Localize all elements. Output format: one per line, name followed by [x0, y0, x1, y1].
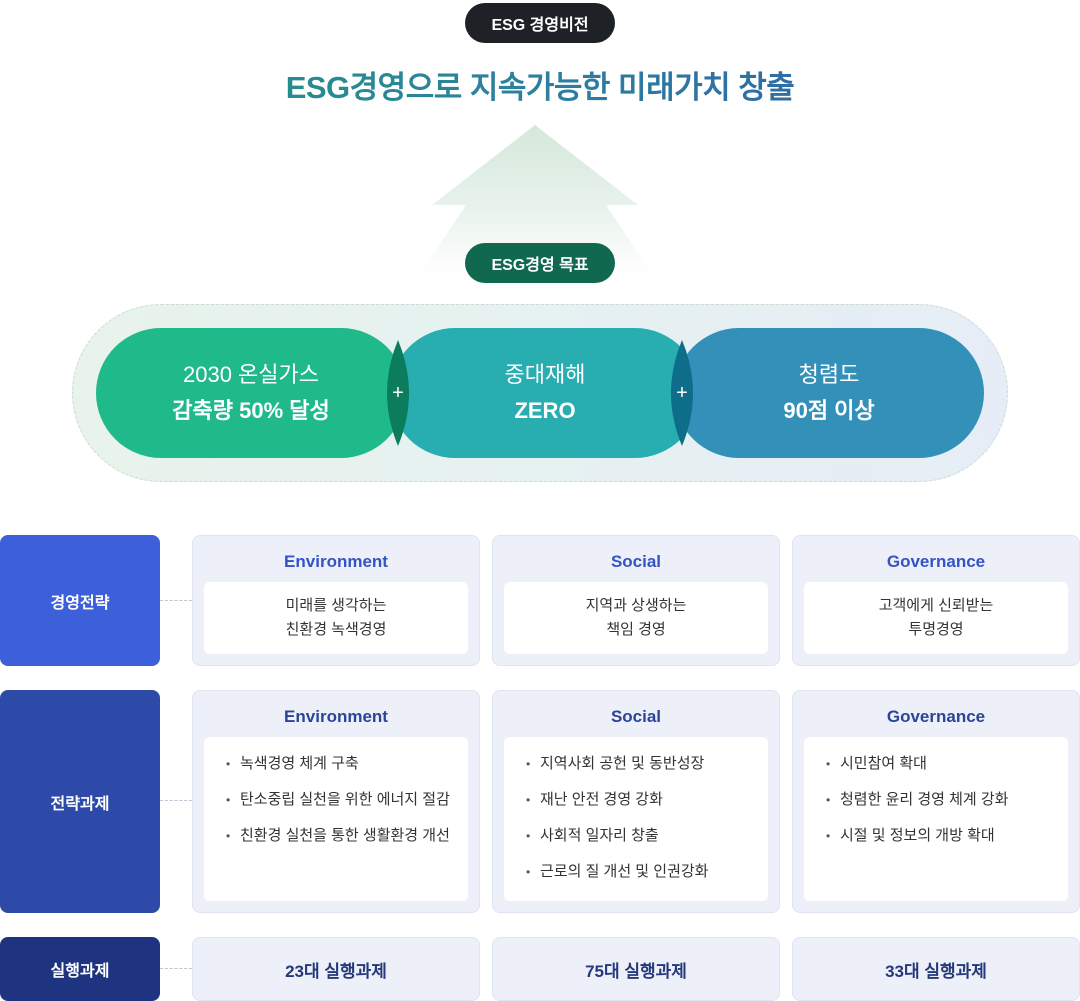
card-body: 녹색경영 체계 구축 탄소중립 실천을 위한 에너지 절감 친환경 실천을 통한…: [204, 737, 468, 901]
row-label-tasks: 전략과제: [0, 690, 160, 913]
strategy-line2: 투명경영: [908, 621, 964, 638]
goal-ghg-reduction: 2030 온실가스 감축량 50% 달성: [96, 328, 406, 458]
strategy-line1: 고객에게 신뢰받는: [878, 597, 994, 614]
card-body: 시민참여 확대 청렴한 윤리 경영 체계 강화 시절 및 정보의 개방 확대: [804, 737, 1068, 901]
task-item: 지역사회 공헌 및 동반성장: [526, 752, 768, 788]
card-title: Social: [610, 552, 662, 571]
row-connector: [160, 968, 192, 969]
execution-card-environment: 23대 실행과제: [192, 937, 480, 1001]
goal-line1: 2030 온실가스: [182, 362, 319, 387]
task-card-governance: Governance 시민참여 확대 청렴한 윤리 경영 체계 강화 시절 및 …: [792, 690, 1080, 913]
task-item: 사회적 일자리 창출: [526, 824, 768, 860]
goal-line1: 청렴도: [798, 362, 860, 387]
card-title: Environment: [284, 707, 388, 726]
up-arrow-icon: [420, 125, 652, 274]
strategy-line2: 책임 경영: [606, 621, 666, 638]
task-item: 녹색경영 체계 구축: [226, 752, 468, 788]
goal-line2: 감축량 50% 달성: [172, 398, 330, 423]
card-title: Governance: [886, 707, 986, 726]
goal-line2: 90점 이상: [783, 398, 875, 423]
card-body: 지역사회 공헌 및 동반성장 재난 안전 경영 강화 사회적 일자리 창출 근로…: [504, 737, 768, 901]
task-card-social: Social 지역사회 공헌 및 동반성장 재난 안전 경영 강화 사회적 일자…: [492, 690, 780, 913]
execution-card-governance: 33대 실행과제: [792, 937, 1080, 1001]
task-item: 탄소중립 실천을 위한 에너지 절감: [226, 788, 468, 824]
task-item: 친환경 실천을 통한 생활환경 개선: [226, 824, 468, 860]
goal-line1: 중대재해: [504, 362, 586, 387]
task-card-environment: Environment 녹색경영 체계 구축 탄소중립 실천을 위한 에너지 절…: [192, 690, 480, 913]
goal-line2: ZERO: [514, 398, 576, 423]
task-item: 근로의 질 개선 및 인권강화: [526, 860, 768, 896]
plus-icon: +: [676, 381, 688, 404]
row-connector: [160, 800, 192, 801]
card-title: Social: [610, 707, 662, 726]
strategy-line1: 지역과 상생하는: [585, 597, 687, 614]
row-label-strategy: 경영전략: [0, 535, 160, 666]
execution-card-social: 75대 실행과제: [492, 937, 780, 1001]
row-label-execution: 실행과제: [0, 937, 160, 1001]
goal-zero-accidents: 중대재해 ZERO: [390, 328, 700, 458]
card-body: 고객에게 신뢰받는 투명경영: [804, 582, 1068, 654]
card-title: Governance: [886, 552, 986, 571]
task-item: 청렴한 윤리 경영 체계 강화: [826, 788, 1068, 824]
vision-title: ESG경영으로 지속가능한 미래가치 창출: [0, 62, 1080, 107]
strategy-card-social: Social 지역과 상생하는 책임 경영: [492, 535, 780, 666]
card-title: Environment: [284, 552, 388, 571]
task-item: 재난 안전 경영 강화: [526, 788, 768, 824]
strategy-line1: 미래를 생각하는: [285, 597, 387, 614]
strategy-card-governance: Governance 고객에게 신뢰받는 투명경영: [792, 535, 1080, 666]
task-item: 시절 및 정보의 개방 확대: [826, 824, 1068, 860]
strategy-line2: 친환경 녹색경영: [285, 621, 387, 638]
task-item: 시민참여 확대: [826, 752, 1068, 788]
card-body: 지역과 상생하는 책임 경영: [504, 582, 768, 654]
goal-integrity-score: 청렴도 90점 이상: [674, 328, 984, 458]
strategy-card-environment: Environment 미래를 생각하는 친환경 녹색경영: [192, 535, 480, 666]
plus-icon: +: [392, 381, 404, 404]
goal-overlap-1: [387, 340, 409, 446]
row-connector: [160, 600, 192, 601]
esg-vision-badge: ESG 경영비전: [465, 3, 615, 43]
card-body: 미래를 생각하는 친환경 녹색경영: [204, 582, 468, 654]
goal-overlap-2: [671, 340, 693, 446]
esg-goal-badge: ESG경영 목표: [465, 243, 615, 283]
